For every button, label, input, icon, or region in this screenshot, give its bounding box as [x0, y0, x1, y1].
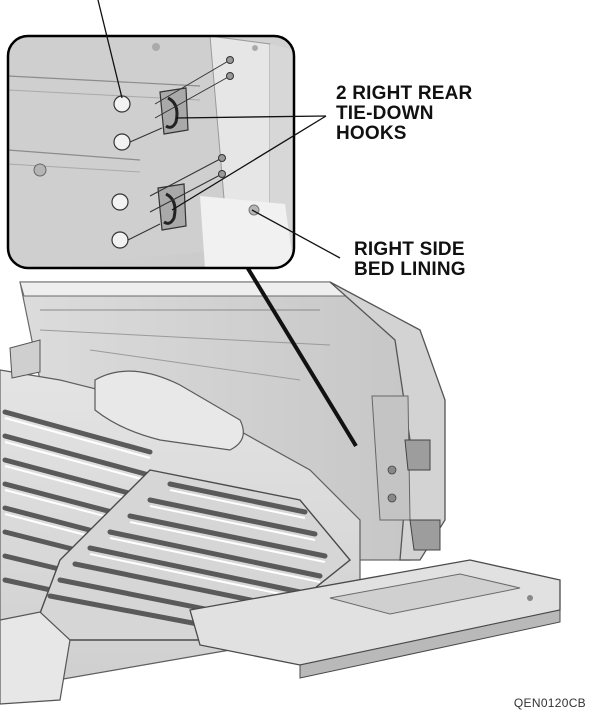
leader-top: [97, 0, 123, 99]
tie-down-hook-lower: [111, 154, 226, 249]
inset-pointer: [242, 260, 358, 448]
figure-code: QEN0120CB: [513, 696, 586, 710]
callout-lining-line2: BED LINING: [354, 259, 466, 280]
leader-lining: [251, 209, 341, 259]
callout-bed-lining: RIGHT SIDE BED LINING: [354, 240, 466, 280]
callout-hooks-line2: TIE-DOWN: [336, 103, 434, 124]
leader-hook-lower: [171, 115, 327, 211]
detail-inset: [6, 34, 296, 270]
leader-hook-upper: [175, 115, 327, 119]
floor-ribs: [2, 409, 173, 595]
callout-hooks-line1: 2 RIGHT REAR: [336, 83, 473, 104]
leader-lines: [97, 0, 341, 259]
callout-hooks-line3: HOOKS: [336, 123, 407, 144]
callout-tie-down-hooks: 2 RIGHT REAR TIE-DOWN HOOKS: [336, 84, 472, 144]
callout-lining-line1: RIGHT SIDE: [354, 239, 465, 260]
tie-down-hook-upper: [113, 56, 234, 151]
truck-bed: [0, 281, 561, 705]
